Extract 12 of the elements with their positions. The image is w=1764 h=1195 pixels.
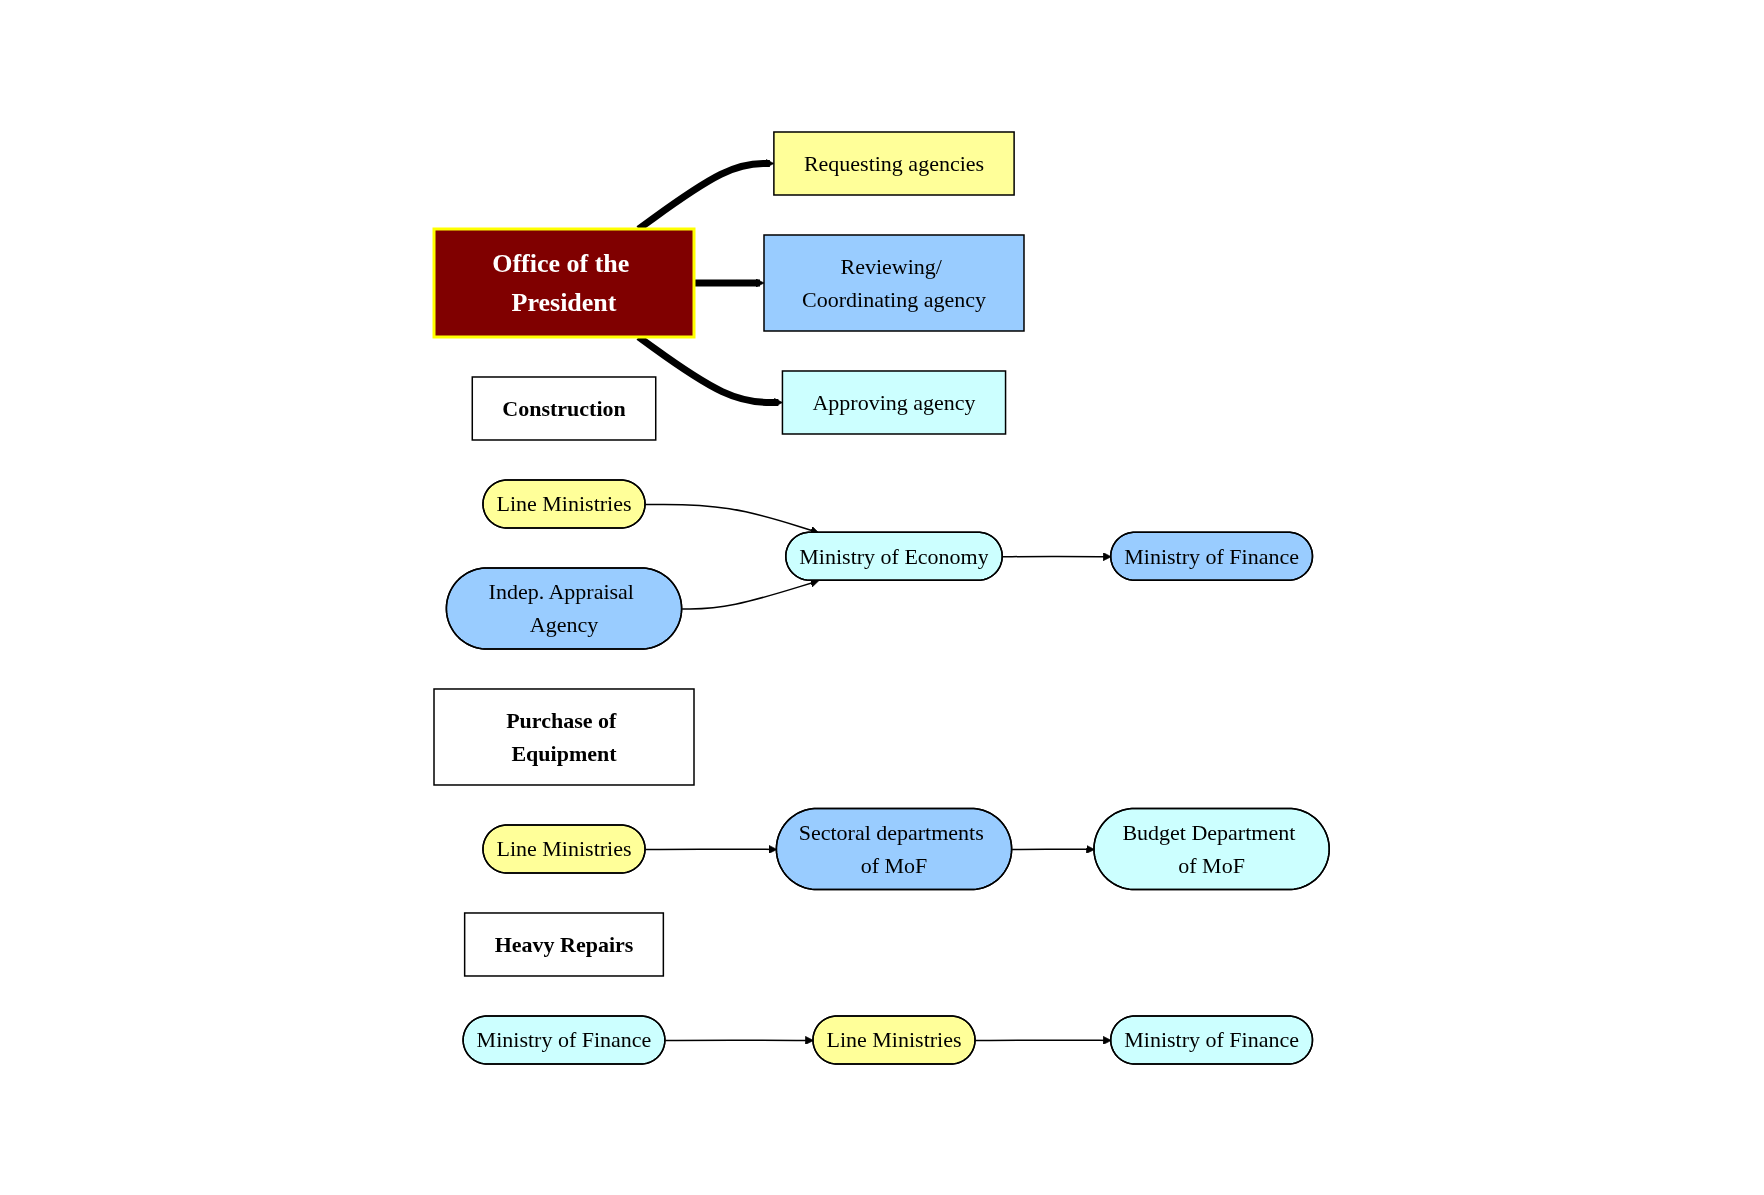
node-box: Office of the President (432, 227, 696, 338)
arrow (975, 1035, 1112, 1045)
node-box: Heavy Repairs (464, 911, 665, 977)
node-box: Requesting agencies (773, 130, 1016, 196)
node-box: Purchase of Equipment (433, 687, 696, 786)
arrow (681, 578, 820, 610)
node-box: Approving agency (782, 369, 1007, 435)
arrow (694, 278, 765, 287)
arrow (645, 844, 778, 854)
node-box: Reviewing/ Coordinating agency (763, 233, 1026, 332)
node-box: Construction (471, 375, 657, 441)
arrow (1002, 551, 1112, 561)
